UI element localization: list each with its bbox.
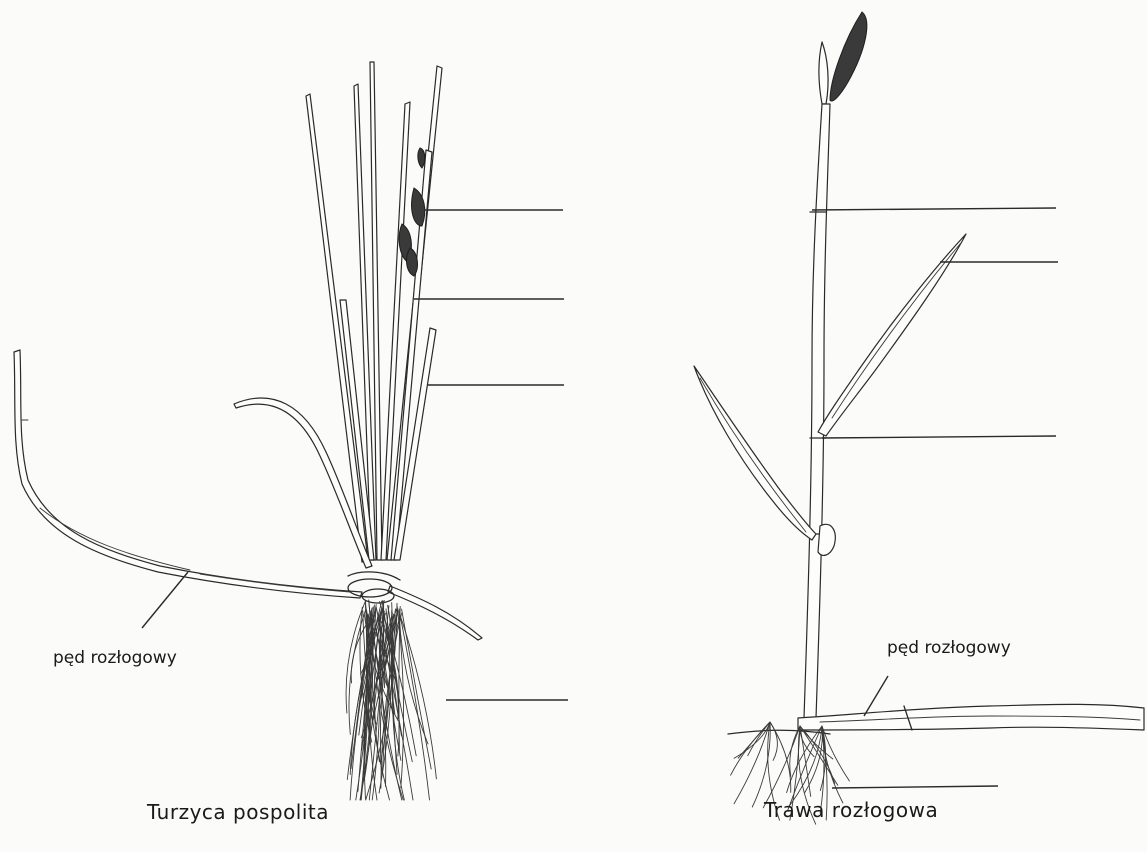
sedge-runner-label: pęd rozłogowy: [53, 648, 177, 668]
grass-runner: [728, 704, 1144, 734]
sedge-name-caption: Turzyca pospolita: [147, 800, 329, 824]
grass-plant: [694, 12, 1144, 824]
sedge-leaves: [306, 62, 442, 562]
grass-bract: [819, 42, 828, 104]
grass-root-strand: [752, 722, 770, 807]
grass-root-strand: [748, 722, 770, 756]
grass-stem: [804, 104, 830, 718]
grass-name-caption: Trawa rozłogowa: [764, 798, 938, 822]
sedge-plant: [14, 62, 568, 800]
grass-pointer-lines: [812, 208, 1058, 788]
grass-root-strand: [800, 726, 838, 785]
grass-lower-leaf: [694, 366, 816, 540]
sedge-runner: [14, 350, 362, 598]
sedge-roots: [346, 600, 436, 800]
grass-root-strand: [770, 722, 777, 760]
grass-sheath: [818, 524, 835, 555]
sedge-base: [348, 572, 400, 603]
grass-runner-label: pęd rozłogowy: [887, 638, 1011, 658]
grass-root-strand: [734, 722, 770, 804]
grass-spike: [830, 12, 867, 101]
